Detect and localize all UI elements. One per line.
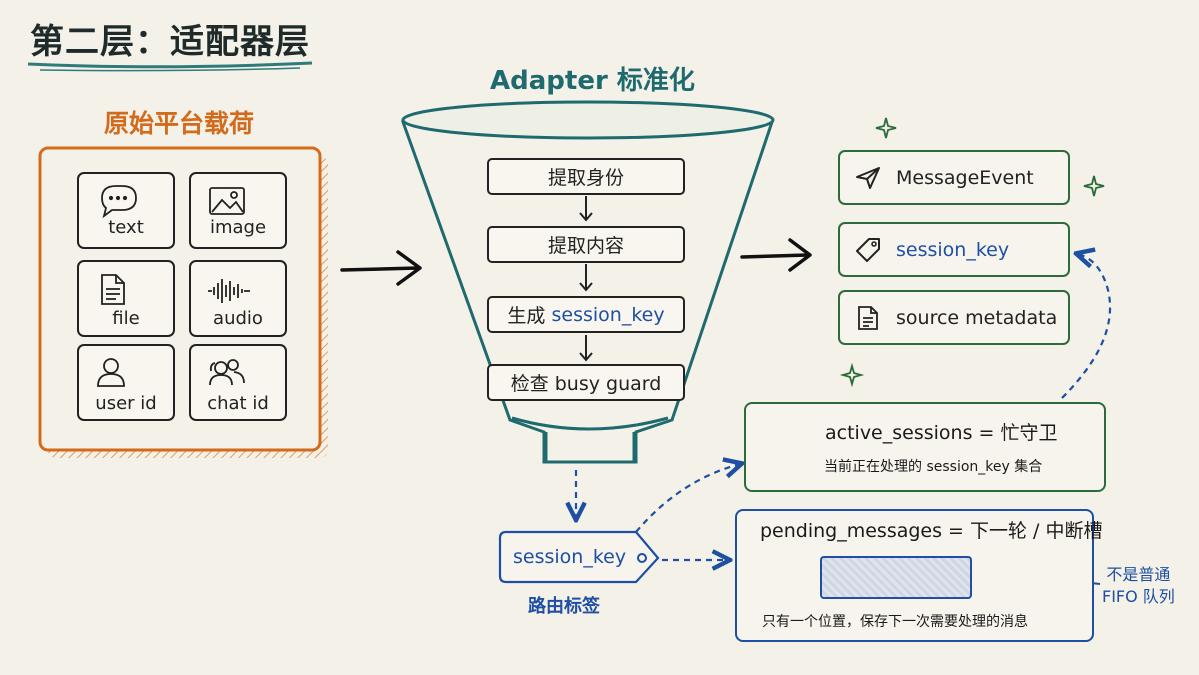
tile-user-id: [77, 344, 175, 421]
tag-icon: [840, 237, 896, 263]
step-generate-session-key: 生成 session_key: [487, 296, 685, 333]
active-sessions-title: active_sessions = 忙守卫: [825, 422, 1058, 444]
pending-slot: [820, 556, 972, 599]
step-busy-guard: 检查 busy guard: [487, 364, 685, 401]
active-sessions-box: [744, 402, 1106, 492]
arrow-funnel-to-outputs: [740, 238, 812, 272]
chat-bubble-icon: [101, 185, 137, 219]
image-icon: [209, 187, 245, 215]
step-code: session_key: [551, 303, 665, 326]
sparkles: [839, 117, 1105, 388]
step-extract-identity: 提取身份: [487, 158, 685, 195]
fifo-note-line1: 不是普通: [1106, 565, 1171, 584]
adapter-heading: Adapter 标准化: [490, 66, 695, 96]
audio-wave-icon: [208, 279, 250, 303]
step-label: 提取身份: [547, 167, 624, 189]
sparkle-icon: [875, 117, 897, 139]
step-label: 提取内容: [547, 235, 624, 257]
output-message-event: MessageEvent: [838, 150, 1070, 205]
send-icon: [840, 166, 896, 190]
routing-tag-label: session_key: [513, 546, 627, 568]
output-label: MessageEvent: [896, 166, 1034, 189]
step-extract-content: 提取内容: [487, 226, 685, 263]
pending-messages-title: pending_messages = 下一轮 / 中断槽: [760, 520, 1103, 542]
output-source-metadata: source metadata: [838, 290, 1070, 345]
output-label: source metadata: [896, 306, 1058, 329]
tile-image: [189, 172, 287, 249]
sparkle-icon: [839, 362, 865, 388]
tile-label-text: text: [108, 217, 144, 238]
raw-payload-heading: 原始平台载荷: [104, 109, 255, 138]
routing-tag-shape: [498, 530, 660, 584]
routing-tag-caption: 路由标签: [528, 596, 600, 617]
arrow-active-to-sessionkey: [1061, 254, 1112, 399]
tag-hole: [637, 553, 647, 563]
user-icon: [97, 358, 125, 387]
fifo-note-line2: FIFO 队列: [1102, 587, 1175, 606]
step-label: 检查 busy guard: [510, 373, 662, 395]
tile-label-audio: audio: [213, 308, 263, 329]
document-icon: [840, 305, 896, 331]
arrow-tag-to-active: [635, 464, 740, 533]
tile-label-chat-id: chat id: [207, 393, 269, 414]
raw-tiles: [77, 172, 287, 421]
adapter-funnel: [400, 100, 775, 464]
group-icon: [209, 359, 245, 386]
arrow-raw-to-funnel: [340, 250, 422, 286]
step-arrows: [579, 196, 593, 362]
title-underline: [27, 61, 313, 69]
page-title: 第二层：适配器层: [30, 22, 310, 62]
active-sessions-description: 当前正在处理的 session_key 集合: [824, 459, 1043, 475]
tile-label-image: image: [209, 217, 267, 238]
output-session-key: session_key: [838, 222, 1070, 277]
tile-label-user-id: user id: [95, 393, 157, 414]
pending-messages-description: 只有一个位置，保存下一次需要处理的消息: [762, 614, 1028, 630]
fifo-note: 不是普通 FIFO 队列: [1102, 564, 1175, 608]
tile-label-file: file: [112, 308, 140, 329]
sparkle-icon: [1083, 175, 1105, 197]
tile-audio: [189, 260, 287, 337]
output-label: session_key: [896, 238, 1010, 261]
step-label: 生成: [507, 305, 546, 327]
file-icon: [101, 274, 125, 305]
